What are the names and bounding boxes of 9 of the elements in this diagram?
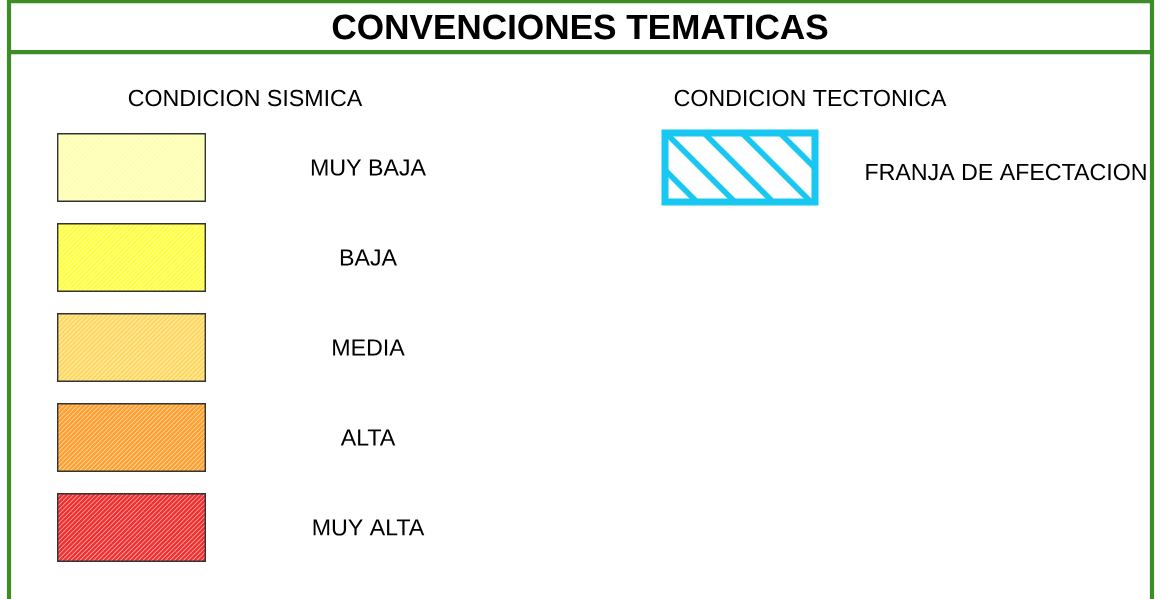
section-heading: CONDICION SISMICA: [128, 89, 363, 107]
section-heading: CONDICION TECTONICA: [674, 89, 947, 107]
title: CONVENCIONES TEMATICAS: [332, 14, 828, 40]
legend-label: MUY BAJA: [311, 159, 426, 176]
legend-label: ALTA: [340, 429, 396, 446]
legend-label: FRANJA DE AFECTACION: [866, 163, 1146, 181]
legend-label: MEDIA: [333, 339, 405, 356]
legend-label: MUY ALTA: [313, 519, 425, 536]
legend-label: BAJA: [340, 249, 397, 266]
